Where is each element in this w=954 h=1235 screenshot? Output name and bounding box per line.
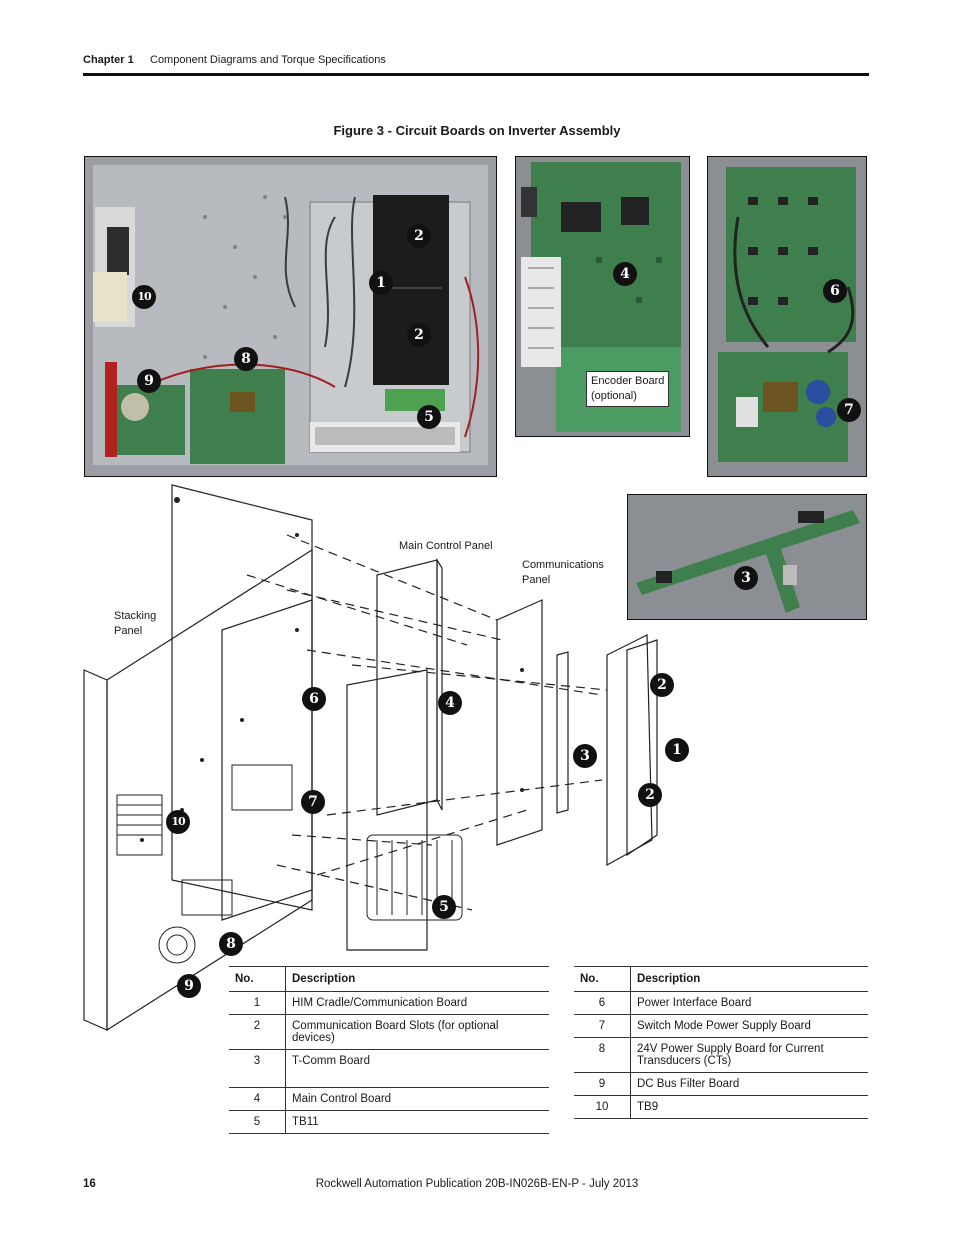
callout-2-diagram-top: 2 <box>650 673 674 697</box>
callout-1-photo: 1 <box>369 271 393 295</box>
callout-7-diagram: 7 <box>301 790 325 814</box>
callout-9-diagram: 9 <box>177 974 201 998</box>
table-header-row: No. Description <box>229 966 549 992</box>
tcomm-board-photo: 3 <box>627 494 867 620</box>
row-no: 6 <box>574 991 631 1015</box>
row-description: 24V Power Supply Board for Current Trans… <box>630 1037 868 1073</box>
callout-1-diagram: 1 <box>665 738 689 762</box>
callout-6-photo: 6 <box>823 279 847 303</box>
figure-title: Figure 3 - Circuit Boards on Inverter As… <box>333 123 621 138</box>
callout-10-diagram: 10 <box>166 810 190 834</box>
row-no: 4 <box>229 1087 286 1111</box>
encoder-board-label: Encoder Board (optional) <box>586 371 670 407</box>
row-no: 9 <box>574 1072 631 1096</box>
communications-panel-label-line2: Panel <box>522 574 551 586</box>
row-no: 1 <box>229 991 286 1015</box>
exploded-diagram <box>82 480 672 1040</box>
power-interface-board-photo: 6 7 <box>707 156 867 477</box>
row-no: 3 <box>229 1049 286 1088</box>
row-description: Power Interface Board <box>630 991 868 1015</box>
page-number: 16 <box>83 1178 96 1190</box>
main-control-panel-label: Main Control Panel <box>399 540 493 552</box>
col-header-no: No. <box>574 966 631 992</box>
section-title: Component Diagrams and Torque Specificat… <box>150 54 386 66</box>
callout-8-photo: 8 <box>234 347 258 371</box>
callout-9-photo: 9 <box>137 369 161 393</box>
callout-4-diagram: 4 <box>438 691 462 715</box>
callout-7-photo: 7 <box>837 398 861 422</box>
callout-3-diagram: 3 <box>573 744 597 768</box>
stacking-panel-label: Stacking Panel <box>114 609 156 639</box>
callout-6-diagram: 6 <box>302 687 326 711</box>
row-description: Main Control Board <box>285 1087 549 1111</box>
row-description: Switch Mode Power Supply Board <box>630 1014 868 1038</box>
row-description: DC Bus Filter Board <box>630 1072 868 1096</box>
row-description: TB9 <box>630 1095 868 1119</box>
chapter-label: Chapter 1 <box>83 54 134 66</box>
communications-panel-label-line1: Communications <box>522 559 604 571</box>
row-no: 2 <box>229 1014 286 1050</box>
callout-8-diagram: 8 <box>219 932 243 956</box>
col-header-no: No. <box>229 966 286 992</box>
callout-2-diagram-bottom: 2 <box>638 783 662 807</box>
encoder-board-label-line1: Encoder Board <box>591 375 665 387</box>
communications-panel-label: Communications Panel <box>522 558 604 588</box>
col-header-description: Description <box>285 966 549 992</box>
callout-2-photo-bottom: 2 <box>407 323 431 347</box>
row-description: HIM Cradle/Communication Board <box>285 991 549 1015</box>
row-no: 7 <box>574 1014 631 1038</box>
callout-4-photo: 4 <box>613 262 637 286</box>
callout-5-photo: 5 <box>417 405 441 429</box>
col-header-description: Description <box>630 966 868 992</box>
inverter-assembly-photo: 1 2 2 5 8 9 10 <box>84 156 497 477</box>
row-description: T-Comm Board <box>285 1049 549 1088</box>
row-description: Communication Board Slots (for optional … <box>285 1014 549 1050</box>
header-rule <box>83 73 869 76</box>
row-no: 10 <box>574 1095 631 1119</box>
callout-10-photo: 10 <box>132 285 156 309</box>
stacking-panel-label-line1: Stacking <box>114 610 157 622</box>
callout-3-photo: 3 <box>734 566 758 590</box>
publication-info: Rockwell Automation Publication 20B-IN02… <box>315 1178 639 1190</box>
row-description: TB11 <box>285 1110 549 1134</box>
stacking-panel-label-line2: Panel <box>114 625 143 637</box>
encoder-board-label-line2: (optional) <box>591 390 637 402</box>
row-no: 8 <box>574 1037 631 1073</box>
main-control-board-photo: 4 Encoder Board (optional) <box>515 156 690 437</box>
table-header-row: No. Description <box>574 966 868 992</box>
row-no: 5 <box>229 1110 286 1134</box>
callout-5-diagram: 5 <box>432 895 456 919</box>
callout-2-photo-top: 2 <box>407 224 431 248</box>
